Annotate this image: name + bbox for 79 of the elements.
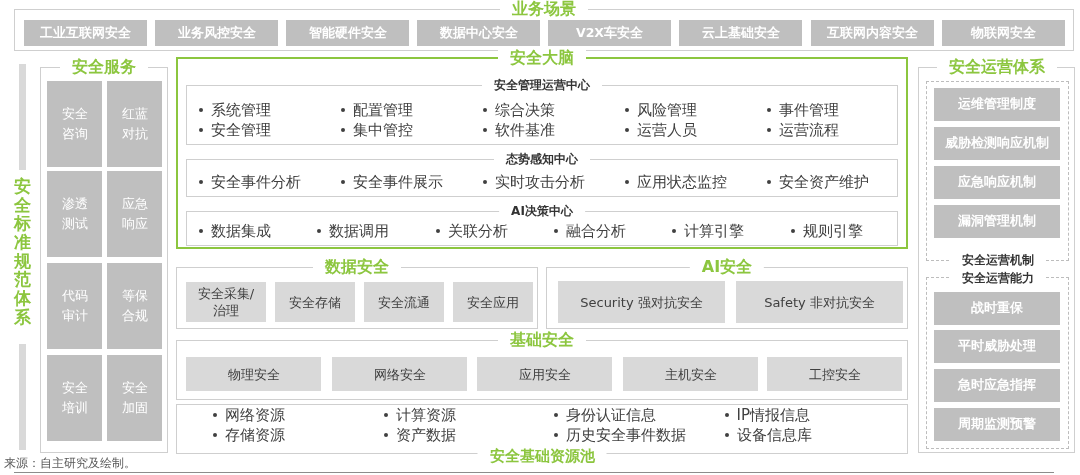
section-heading: 安全大脑 (498, 48, 586, 68)
list-item: 设备信息库 (736, 425, 812, 445)
module-box: 应用安全 (477, 357, 612, 391)
module-box: 安全应用 (453, 282, 533, 322)
section-heading: 安全运营能力 (949, 270, 1046, 286)
list-item: 事件管理 (779, 100, 839, 120)
category-box: 物联网安全 (942, 20, 1065, 46)
category-box: 战时重保 (934, 292, 1060, 325)
list-item: 综合决策 (495, 100, 555, 120)
list-item: IP情报信息 (736, 405, 810, 425)
list-item: 关联分析 (447, 221, 508, 241)
category-box: 漏洞管理机制 (934, 205, 1060, 238)
list-item: 计算资源 (395, 405, 456, 425)
category-box: 智能硬件安全 (286, 20, 409, 46)
category-box: V2X车安全 (548, 20, 671, 46)
list-item: 集中管控 (353, 120, 413, 140)
service-box: 安全咨询 (47, 81, 102, 167)
category-box: 平时威胁处理 (934, 330, 1060, 363)
list-item: 配置管理 (353, 100, 413, 120)
category-box: 运维管理制度 (934, 88, 1060, 121)
category-box: 周期监测预警 (934, 408, 1060, 441)
module-box: Safety 非对抗安全 (736, 281, 903, 323)
module-box: Security 强对抗安全 (558, 281, 725, 323)
service-box: 渗透测试 (47, 171, 102, 257)
section-heading: 业务场景 (500, 0, 588, 19)
list-item: 融合分析 (566, 221, 626, 241)
section-heading: 安全运营体系 (936, 57, 1057, 77)
list-item: 规则引擎 (802, 221, 863, 241)
module-box: 安全存储 (275, 282, 355, 322)
list-item: 安全事件展示 (353, 172, 443, 192)
list-item: 运营流程 (779, 120, 839, 140)
list-item: 安全事件分析 (211, 172, 301, 192)
section-heading: 安全基础资源池 (477, 447, 607, 465)
category-box: 应急响应机制 (934, 166, 1060, 199)
module-box: 安全采集/治理 (186, 282, 266, 322)
module-box: 物理安全 (186, 357, 321, 391)
category-box: 工业互联网安全 (24, 20, 147, 46)
section-heading: 态势感知中心 (494, 151, 590, 167)
service-box: 安全加固 (107, 355, 162, 441)
category-box: 互联网内容安全 (811, 20, 934, 46)
list-item: 网络资源 (225, 405, 285, 425)
module-box: 主机安全 (623, 357, 758, 391)
list-item: 历史安全事件数据 (566, 425, 686, 445)
section-heading: AI安全 (689, 257, 765, 277)
list-item: 存储资源 (225, 425, 285, 445)
category-box: 业务风控安全 (155, 20, 278, 46)
list-item: 计算引擎 (684, 221, 745, 241)
vertical-heading: 安全标准规范体系 (14, 177, 31, 327)
category-box: 云上基础安全 (679, 20, 802, 46)
module-box: 安全流通 (364, 282, 444, 322)
list-item: 数据调用 (329, 221, 390, 241)
source-note: 来源：自主研究及绘制。 (4, 456, 136, 471)
list-item: 资产数据 (395, 425, 456, 445)
service-box: 代码审计 (47, 263, 102, 349)
service-box: 红蓝对抗 (107, 81, 162, 167)
section-heading: 安全服务 (60, 57, 148, 77)
category-box: 急时应急指挥 (934, 369, 1060, 402)
category-box: 数据中心安全 (417, 20, 540, 46)
list-item: 身份认证信息 (566, 405, 656, 425)
list-item: 系统管理 (211, 100, 271, 120)
section-heading: 安全运营机制 (949, 252, 1046, 268)
list-item: 实时攻击分析 (495, 172, 585, 192)
list-item: 数据集成 (211, 221, 271, 241)
section-heading: 安全管理运营中心 (482, 77, 602, 93)
section-heading: 基础安全 (498, 330, 586, 350)
list-item: 应用状态监控 (637, 172, 727, 192)
module-box: 网络安全 (332, 357, 467, 391)
list-item: 安全管理 (211, 120, 271, 140)
service-box: 应急响应 (107, 171, 162, 257)
section-heading: 数据安全 (313, 257, 401, 277)
service-box: 安全培训 (47, 355, 102, 441)
section-heading: AI决策中心 (499, 203, 585, 219)
list-item: 运营人员 (637, 120, 697, 140)
list-item: 软件基准 (495, 120, 555, 140)
service-box: 等保合规 (107, 263, 162, 349)
category-box: 威胁检测响应机制 (934, 127, 1060, 160)
module-box: 工控安全 (767, 357, 902, 391)
list-item: 安全资产维护 (779, 172, 869, 192)
list-item: 风险管理 (637, 100, 697, 120)
